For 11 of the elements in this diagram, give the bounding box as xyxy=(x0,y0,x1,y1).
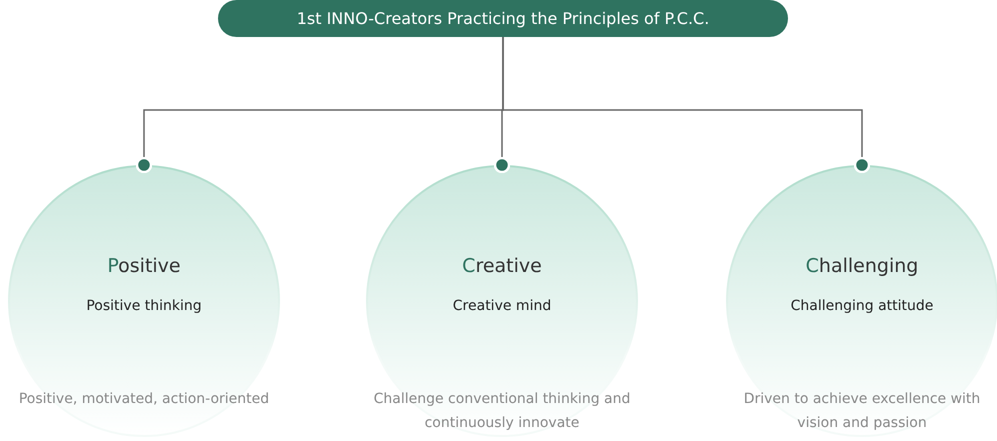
principle-title: Positive xyxy=(106,255,182,277)
title-banner: 1st INNO-Creators Practicing the Principles of P.C.C. xyxy=(218,0,788,37)
principle-description: Positive, motivated, action-oriented xyxy=(18,390,270,409)
principle-title: Creative xyxy=(461,255,543,277)
principle-subtitle: Challenging attitude xyxy=(790,298,934,314)
principle-description: Challenge conventional thinking and continuously innovate xyxy=(372,390,632,433)
connector-line xyxy=(502,37,870,174)
principle-subtitle: Positive thinking xyxy=(85,298,203,314)
principle-title: Challenging xyxy=(804,255,920,277)
principle-description: Driven to achieve excellence with vision and passion xyxy=(742,390,982,433)
principle-subtitle: Creative mind xyxy=(452,298,552,314)
